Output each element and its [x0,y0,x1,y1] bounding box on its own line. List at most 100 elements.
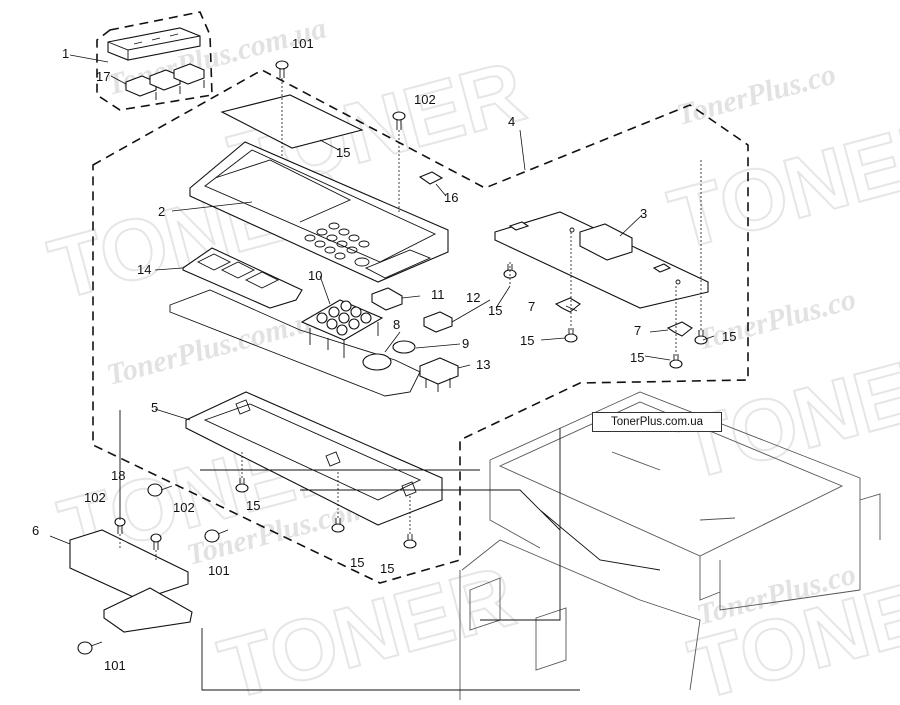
key-8 [362,353,392,371]
panel-cover-body [189,141,449,283]
screw-102 [275,60,289,78]
callout-label: 101 [104,658,126,673]
lower-frame-5 [185,391,443,526]
screw-102 [150,533,162,550]
watermark-brand: TONER [210,548,524,705]
keyboard-pcb-14 [182,247,303,309]
main-board-connector [508,221,530,231]
callout-label: 4 [508,114,515,129]
callout-label: 102 [414,92,436,107]
keyboard-pcb-board [182,247,303,309]
callout-label: 6 [32,523,39,538]
callout-label: 7 [528,299,535,314]
callout-label: 1 [62,46,69,61]
bracket-7-left [554,297,581,313]
lower-frame-inner [203,403,422,501]
callout-label: 3 [640,206,647,221]
key-top-cover-edge [107,35,201,60]
screw-102 [392,111,406,130]
watermark-text: TonerPlus.com.ua [103,301,329,391]
key-top-18 [125,75,157,97]
callout-label: 12 [466,290,480,305]
copier-front-panel [459,539,701,700]
key-top-assembly [107,27,205,100]
guide-lines [49,54,715,691]
callout-label: 15 [488,303,502,318]
main-board-3 [494,211,709,309]
callout-label: 15 [722,329,736,344]
main-board-connector [652,263,672,273]
callout-label: 102 [84,490,106,505]
operation-panel-cover [189,141,449,283]
key-12 [423,311,453,333]
screw-15 [331,518,345,533]
key-block-10 [300,299,384,358]
callout-label: 15 [630,350,644,365]
key-top-18 [149,69,181,91]
key-top-slots [133,33,179,45]
callout-label: 2 [158,204,165,219]
callout-label: 13 [476,357,490,372]
key-top-boundary [96,11,213,111]
key-top-18 [173,63,205,85]
callout-label: 17 [96,69,110,84]
bracket-6-hook [103,587,193,633]
callout-label: 18 [111,468,125,483]
key-11 [371,287,403,311]
bracket-7-right [666,321,693,337]
key-top-pins [155,80,205,100]
callout-label: 9 [462,336,469,351]
copier-top-edge [489,391,861,590]
screw-15 [564,328,578,343]
key-9 [392,340,416,354]
callout-label: 101 [208,563,230,578]
main-board-transformer [579,223,633,261]
callout-label: 10 [308,268,322,283]
screw-15 [235,478,249,493]
screw-15 [694,330,708,345]
assembly-lines [119,410,661,691]
callout-label: 5 [151,400,158,415]
copier-body [459,391,881,700]
watermark-text: TonerPlus.co [693,283,859,357]
screw-101 [77,641,103,655]
callout-label: 16 [444,190,458,205]
connector-13 [419,357,459,392]
callout-label: 15 [246,498,260,513]
panel-display-window [214,159,352,223]
key-block-caps [316,300,372,336]
lower-frame-bosses [235,399,417,497]
screw-101 [204,529,229,543]
callout-label: 15 [336,145,350,160]
panel-ten-key [304,222,370,267]
bracket-6-plate [69,529,189,601]
callout-label: 7 [634,323,641,338]
key-top-cover [107,27,201,61]
callout-labels: 1 2 3 4 5 6 7 7 8 9 10 11 12 13 14 15 15… [32,36,736,673]
copier-sides [489,460,721,601]
assembly-boundaries [92,11,749,584]
callout-label: 15 [520,333,534,348]
callout-label: 101 [292,36,314,51]
keyboard-pcb-chips [196,253,280,289]
operation-panel-boundary [92,69,749,584]
panel-display-area [204,149,437,263]
copier-right-panel [719,493,881,611]
screw-15 [403,534,417,549]
watermark-brand: TONER [680,548,900,705]
watermark-text: TonerPlus.co [673,58,839,132]
copier-glass-marks [611,451,736,521]
lower-frame-body [185,391,443,526]
screw-15 [669,354,683,369]
screws [77,60,708,655]
callout-label: 102 [173,500,195,515]
callout-label: 15 [350,555,364,570]
decal-sheet-16 [220,94,364,149]
callout-label: 11 [431,287,445,302]
main-board-pcb [494,211,709,309]
cover-17 [418,171,444,185]
key-block-legs [309,322,379,358]
callout-label: 15 [380,561,394,576]
site-label: TonerPlus.com.ua [592,412,722,432]
